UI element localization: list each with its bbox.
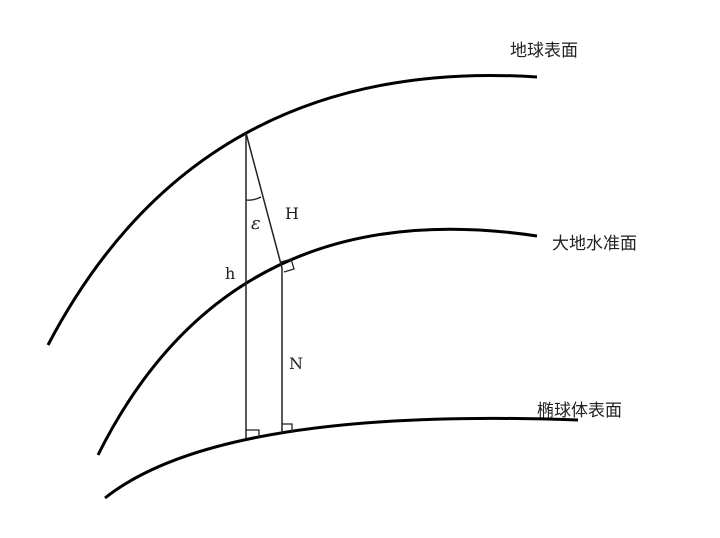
right-angle-mark-n-foot <box>282 423 293 433</box>
label-H: H <box>285 204 299 223</box>
label-N: N <box>289 354 303 373</box>
epsilon-angle-arc <box>245 196 262 201</box>
ellipsoid-label: 椭球体表面 <box>537 401 622 421</box>
geoid-label: 大地水准面 <box>552 234 637 254</box>
right-angle-mark-geoid <box>280 258 295 273</box>
right-angle-mark-h-foot <box>246 429 260 438</box>
label-epsilon: ε <box>251 213 261 234</box>
geoid-curve <box>96 227 538 456</box>
label-h: h <box>225 264 235 283</box>
earth-surface-label: 地球表面 <box>510 41 578 61</box>
ellipsoid-curve <box>104 416 579 500</box>
orthometric-height-line <box>245 132 283 269</box>
